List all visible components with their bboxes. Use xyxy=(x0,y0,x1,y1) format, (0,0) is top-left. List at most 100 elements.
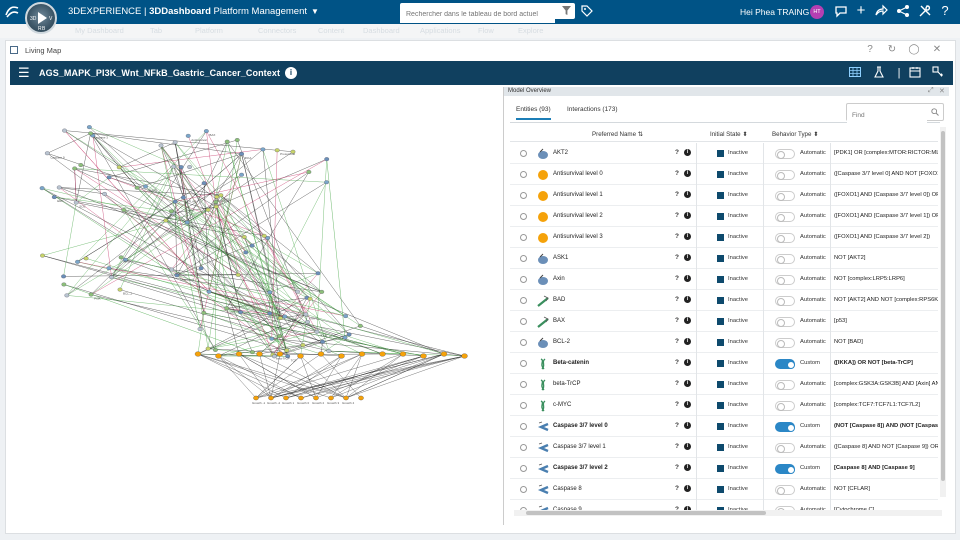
user-name[interactable]: Hei Phea TRAING xyxy=(740,7,810,17)
question-icon[interactable]: ? xyxy=(675,464,679,471)
entity-node[interactable] xyxy=(272,354,277,359)
interaction-edge[interactable] xyxy=(238,353,347,399)
interaction-edge[interactable] xyxy=(104,193,272,339)
entity-node[interactable] xyxy=(61,282,67,287)
entity-node[interactable] xyxy=(314,329,320,334)
interaction-edge[interactable] xyxy=(255,355,301,399)
column-header-state[interactable]: Initial State ⬍ xyxy=(710,131,748,138)
interaction-edge[interactable] xyxy=(175,171,309,202)
behavior-toggle[interactable] xyxy=(775,338,795,348)
interaction-edge[interactable] xyxy=(216,206,281,319)
interaction-edge[interactable] xyxy=(89,126,329,352)
interaction-edge[interactable] xyxy=(226,171,310,309)
horizontal-scrollbar[interactable] xyxy=(514,510,942,516)
row-select-radio[interactable] xyxy=(520,318,527,325)
interaction-edge[interactable] xyxy=(226,141,288,351)
interaction-edge[interactable] xyxy=(160,145,205,313)
interaction-edge[interactable] xyxy=(270,355,424,399)
close-icon[interactable]: ✕ xyxy=(939,88,945,95)
info-icon[interactable]: i xyxy=(684,254,691,261)
question-icon[interactable]: ? xyxy=(675,359,679,366)
interaction-edge[interactable] xyxy=(111,277,323,342)
interaction-edge[interactable] xyxy=(262,149,281,319)
close-icon[interactable]: ✕ xyxy=(932,44,942,55)
entity-node[interactable] xyxy=(171,164,177,169)
chat-icon[interactable] xyxy=(834,4,848,18)
interaction-edge[interactable] xyxy=(330,353,445,399)
interaction-edge[interactable] xyxy=(274,334,350,357)
entity-node[interactable] xyxy=(319,289,325,294)
dashboard-tab[interactable]: Applications xyxy=(420,26,461,35)
interaction-edge[interactable] xyxy=(285,355,342,399)
behavior-toggle[interactable] xyxy=(775,401,795,411)
row-select-radio[interactable] xyxy=(520,150,527,157)
interaction-edge[interactable] xyxy=(218,314,306,357)
entity-node[interactable] xyxy=(346,332,352,337)
find-input[interactable] xyxy=(847,107,927,124)
tab-interactions[interactable]: Interactions (173) xyxy=(567,106,618,113)
question-icon[interactable]: ? xyxy=(675,338,679,345)
interaction-edge[interactable] xyxy=(207,139,238,349)
avatar[interactable]: HT xyxy=(810,5,824,19)
interaction-edge[interactable] xyxy=(330,353,363,399)
sort-az-icon[interactable]: ⇅ xyxy=(637,131,643,138)
entity-node[interactable] xyxy=(268,395,274,401)
question-icon[interactable]: ? xyxy=(675,485,679,492)
interaction-edge[interactable] xyxy=(181,167,239,275)
entity-node[interactable] xyxy=(379,351,386,357)
find-box[interactable] xyxy=(846,103,944,124)
state-swatch[interactable] xyxy=(717,234,724,241)
info-icon[interactable]: i xyxy=(684,296,691,303)
question-icon[interactable]: ? xyxy=(675,296,679,303)
flask-icon[interactable] xyxy=(872,66,886,80)
entity-node[interactable] xyxy=(461,353,468,359)
behavior-toggle[interactable] xyxy=(775,233,795,243)
info-icon[interactable]: i xyxy=(285,67,297,79)
interaction-edge[interactable] xyxy=(218,355,257,399)
interaction-edge[interactable] xyxy=(238,353,317,399)
interaction-edge[interactable] xyxy=(104,193,307,315)
info-icon[interactable]: i xyxy=(684,380,691,387)
entity-node[interactable] xyxy=(158,143,164,148)
interaction-edge[interactable] xyxy=(160,145,288,357)
entity-node[interactable] xyxy=(297,353,304,359)
entity-node[interactable] xyxy=(184,220,190,225)
interaction-edge[interactable] xyxy=(218,355,272,399)
interaction-edge[interactable] xyxy=(259,353,347,399)
interaction-edge[interactable] xyxy=(197,353,332,399)
interaction-edge[interactable] xyxy=(119,289,280,337)
interaction-edge[interactable] xyxy=(136,187,307,315)
entity-node[interactable] xyxy=(300,343,306,347)
behavior-toggle[interactable] xyxy=(775,191,795,201)
dashboard-search-input[interactable] xyxy=(400,6,555,23)
entity-node[interactable] xyxy=(215,353,222,359)
interaction-edge[interactable] xyxy=(315,355,424,399)
interaction-edge[interactable] xyxy=(284,316,383,355)
interaction-edge[interactable] xyxy=(77,261,346,317)
interaction-edge[interactable] xyxy=(300,355,347,399)
interaction-edge[interactable] xyxy=(109,139,238,178)
behavior-toggle[interactable] xyxy=(775,317,795,327)
sort-icon[interactable]: ⬍ xyxy=(742,131,748,138)
dashboard-tab[interactable]: Dashboard xyxy=(363,26,400,35)
interaction-edge[interactable] xyxy=(160,145,253,353)
entity-node[interactable] xyxy=(178,165,184,170)
3ds-logo-icon[interactable] xyxy=(4,4,20,20)
entity-node[interactable] xyxy=(313,395,319,401)
help-icon[interactable]: ? xyxy=(867,44,873,55)
interaction-edge[interactable] xyxy=(272,353,383,355)
interaction-edge[interactable] xyxy=(74,168,239,276)
entity-node[interactable] xyxy=(399,351,407,357)
interaction-edge[interactable] xyxy=(176,195,222,276)
interaction-edge[interactable] xyxy=(41,187,227,309)
info-icon[interactable]: i xyxy=(684,443,691,450)
info-icon[interactable]: i xyxy=(684,338,691,345)
entity-node[interactable] xyxy=(343,314,348,319)
entity-node[interactable] xyxy=(172,140,178,145)
question-icon[interactable]: ? xyxy=(675,422,679,429)
interaction-edge[interactable] xyxy=(316,159,327,332)
